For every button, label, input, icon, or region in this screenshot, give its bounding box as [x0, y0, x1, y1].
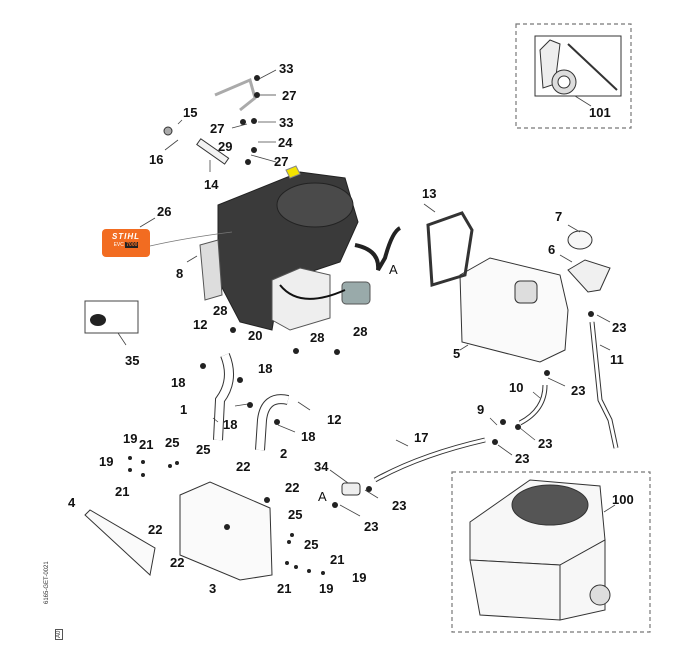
callout-17[interactable]: 17: [414, 430, 429, 445]
document-id: 6165-GET-0021: [44, 561, 50, 604]
callout-12[interactable]: 12: [327, 412, 342, 427]
muffler-drawing: [179, 481, 273, 581]
callout-25[interactable]: 25: [304, 537, 319, 552]
stihl-decal-26: STIHL EVC 7000: [102, 229, 150, 257]
callout-18[interactable]: 18: [171, 375, 186, 390]
fuel-cap-7: [567, 230, 593, 250]
callout-4[interactable]: 4: [68, 495, 76, 510]
callout-22[interactable]: 22: [236, 459, 251, 474]
pipe-14: [196, 138, 230, 165]
callout-21[interactable]: 21: [330, 552, 345, 567]
callout-13[interactable]: 13: [422, 186, 437, 201]
callout-11[interactable]: 11: [610, 352, 624, 367]
callout-6[interactable]: 6: [548, 242, 556, 257]
tank-strap-13: [426, 211, 474, 287]
callout-28[interactable]: 28: [310, 330, 325, 345]
fuel-filter-34: [341, 482, 361, 496]
complete-engine-100-drawing: [469, 479, 611, 621]
callout-21[interactable]: 21: [277, 581, 292, 596]
callout-12[interactable]: 12: [193, 317, 208, 332]
callout-23[interactable]: 23: [392, 498, 407, 513]
callout-19[interactable]: 19: [352, 570, 367, 585]
callout-35[interactable]: 35: [125, 353, 140, 368]
callout-33[interactable]: 33: [279, 61, 294, 76]
callout-21[interactable]: 21: [115, 484, 130, 499]
callout-28[interactable]: 28: [213, 303, 228, 318]
callout-23[interactable]: 23: [515, 451, 530, 466]
callout-21[interactable]: 21: [139, 437, 154, 452]
callout-20[interactable]: 20: [248, 328, 263, 343]
hose-17: [373, 437, 486, 483]
engine-100-dashed-box: [451, 471, 651, 633]
callout-9[interactable]: 9: [477, 402, 485, 417]
callout-19[interactable]: 19: [123, 431, 138, 446]
callout-27[interactable]: 27: [282, 88, 297, 103]
kit-101-dashed-box: [515, 23, 632, 129]
callout-24[interactable]: 24: [278, 135, 293, 150]
document-revision: A0: [55, 628, 63, 640]
callout-15[interactable]: 15: [183, 105, 198, 120]
callout-34[interactable]: 34: [314, 459, 329, 474]
callout-5[interactable]: 5: [453, 346, 461, 361]
callout-25[interactable]: 25: [196, 442, 211, 457]
callout-8[interactable]: 8: [176, 266, 184, 281]
callout-2[interactable]: 2: [280, 446, 288, 461]
hose-11-inner: [590, 321, 618, 449]
wiring-harness: [214, 77, 257, 112]
callout-22[interactable]: 22: [285, 480, 300, 495]
callout-16[interactable]: 16: [149, 152, 164, 167]
fasteners: [128, 75, 594, 575]
callout-26[interactable]: 26: [157, 204, 172, 219]
hose-10-inner: [519, 384, 547, 425]
callout-18[interactable]: 18: [223, 417, 238, 432]
callout-3[interactable]: 3: [209, 581, 217, 596]
filler-neck-6: [567, 259, 611, 293]
callout-22[interactable]: 22: [170, 555, 185, 570]
callout-33[interactable]: 33: [279, 115, 294, 130]
callout-1[interactable]: 1: [180, 402, 188, 417]
callout-22[interactable]: 22: [148, 522, 163, 537]
callout-23[interactable]: 23: [571, 383, 586, 398]
callout-27[interactable]: 27: [274, 154, 289, 169]
tool-kit-icon: [539, 39, 618, 95]
callout-19[interactable]: 19: [99, 454, 114, 469]
callout-29[interactable]: 29: [218, 139, 233, 154]
callout-10[interactable]: 10: [509, 380, 524, 395]
callout-23[interactable]: 23: [612, 320, 627, 335]
callout-25[interactable]: 25: [165, 435, 180, 450]
callout-27[interactable]: 27: [210, 121, 225, 136]
engine-shroud-drawing: [199, 165, 402, 331]
callout-14[interactable]: 14: [204, 177, 219, 192]
fuel-tank-drawing: [459, 257, 569, 363]
callout-101[interactable]: 101: [589, 105, 611, 120]
callout-18[interactable]: 18: [258, 361, 273, 376]
decal-model: EVC 7000: [113, 242, 139, 248]
callout-19[interactable]: 19: [319, 581, 334, 596]
callout-100[interactable]: 100: [612, 492, 634, 507]
callout-28[interactable]: 28: [353, 324, 368, 339]
callout-23[interactable]: 23: [538, 436, 553, 451]
connection-marker-a: A: [389, 262, 398, 277]
callout-23[interactable]: 23: [364, 519, 379, 534]
decal-brand: STIHL: [111, 232, 141, 241]
callout-7[interactable]: 7: [555, 209, 563, 224]
callout-25[interactable]: 25: [288, 507, 303, 522]
connection-marker-a: A: [318, 489, 327, 504]
callout-lines: [139, 69, 611, 517]
callout-18[interactable]: 18: [301, 429, 316, 444]
hose-17-inner: [374, 438, 486, 482]
heat-shield-4: [84, 509, 156, 576]
